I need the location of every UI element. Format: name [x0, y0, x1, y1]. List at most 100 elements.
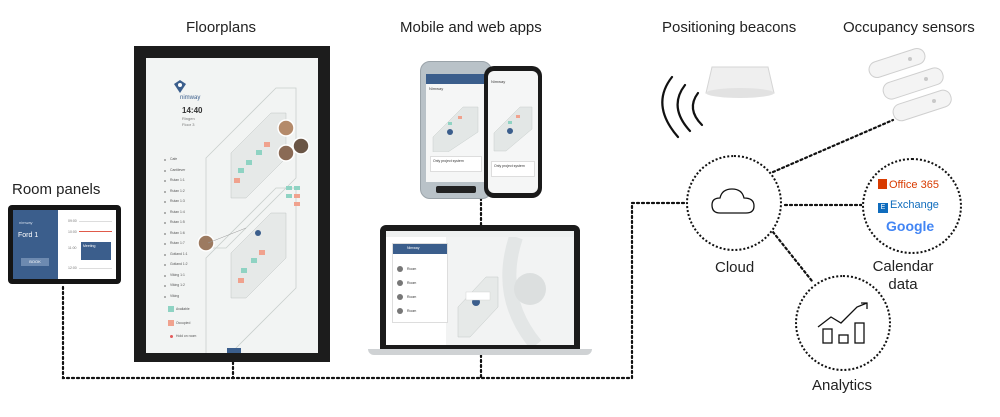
laptop-base	[368, 349, 592, 355]
room-panel-booking: Meeting	[81, 242, 111, 260]
kiosk-time: 14:40	[182, 106, 203, 115]
bullet-icon	[164, 232, 166, 235]
label-apps: Mobile and web apps	[400, 19, 542, 36]
laptop-map	[446, 237, 574, 345]
list-item[interactable]: Room	[407, 295, 417, 299]
phone-map	[432, 106, 479, 152]
kiosk-room-item[interactable]: Cantilever	[170, 167, 186, 172]
avatar	[397, 266, 403, 272]
divider	[79, 268, 112, 269]
legend-hold: Hold on room	[176, 334, 197, 338]
phone-header	[426, 74, 486, 84]
room-panel-room-name: Ford 1	[18, 232, 39, 239]
bullet-icon	[164, 211, 166, 214]
bullet-icon	[164, 169, 166, 172]
beacon-icon	[661, 66, 775, 139]
room-panel-book-button[interactable]: BOOK	[21, 258, 49, 266]
kiosk-badge	[227, 348, 241, 353]
bullet-icon	[164, 159, 166, 161]
bullet-icon	[164, 253, 166, 256]
legend-swatch-available	[168, 306, 174, 312]
phone-room-card[interactable]: Only project system	[491, 161, 535, 177]
list-item[interactable]: Room	[407, 281, 417, 285]
legend-available: Available	[176, 307, 190, 311]
phone-screen: Nimway Only project system	[488, 71, 538, 193]
kiosk-room-item[interactable]: Rutan 1:1	[170, 178, 185, 182]
laptop-card-header	[393, 244, 447, 254]
phone-card-text: Only project system	[433, 159, 464, 163]
label-analytics: Analytics	[812, 377, 873, 394]
laptop-toolbar	[386, 231, 574, 237]
kiosk-room-item[interactable]: Rutan 1:4	[170, 209, 185, 214]
legend-swatch-hold	[170, 335, 173, 338]
legend-occupied: Occupied	[176, 321, 191, 325]
bus-line	[61, 201, 692, 380]
cloud-icon	[711, 188, 755, 214]
phone-nav-bar	[436, 186, 476, 193]
legend-swatch-occupied	[168, 320, 174, 326]
occupancy-sensors-icon	[868, 48, 952, 122]
bullet-icon	[164, 180, 166, 182]
bullet-icon	[164, 243, 166, 245]
room-panel-time: 10:00	[68, 230, 77, 234]
cloud-node	[686, 155, 782, 251]
office-icon	[878, 179, 887, 189]
floor-map	[197, 87, 310, 353]
label-room-panels: Room panels	[12, 181, 101, 198]
label-floorplans: Floorplans	[186, 19, 257, 36]
kiosk-room-item[interactable]: Gotland 1:2	[170, 262, 188, 266]
room-panel-time: 09:00	[68, 219, 77, 223]
kiosk-building: Ringen	[182, 116, 195, 121]
label-sensors: Occupancy sensors	[843, 19, 975, 36]
avatar	[397, 280, 403, 286]
phone-title: Nimway	[429, 86, 444, 91]
bullet-icon	[164, 201, 166, 203]
kiosk-room-item[interactable]: Rutan 1:7	[170, 241, 185, 245]
kiosk-room-item[interactable]: Rutan 1:5	[170, 220, 185, 224]
kiosk-room-item[interactable]: Cafe	[170, 157, 178, 161]
room-panel-device: nimway Ford 1 BOOK 09:00 10:00 11:00 Mee…	[8, 205, 121, 284]
kiosk-room-item[interactable]: Rutan 1:3	[170, 199, 185, 203]
kiosk-room-item[interactable]: Rutan 1:6	[170, 230, 185, 235]
phone-title: Nimway	[491, 79, 506, 84]
laptop-user: Nimway	[407, 246, 420, 250]
mobile-phone-black: Nimway Only project system	[484, 66, 542, 198]
exchange-icon: E	[878, 203, 888, 213]
phone-screen: Nimway Only project system	[426, 74, 486, 182]
room-panel-time: 12:00	[68, 266, 77, 270]
label-beacons: Positioning beacons	[662, 19, 797, 36]
phone-card-text: Only project system	[494, 164, 525, 168]
label-cloud: Cloud	[715, 259, 755, 276]
kiosk-floor: Floor 3	[182, 122, 195, 127]
kiosk-room-item[interactable]: Viking	[170, 293, 180, 298]
bullet-icon	[164, 285, 166, 287]
bullet-icon	[164, 222, 166, 224]
room-panel-sidebar: nimway Ford 1 BOOK	[13, 210, 58, 279]
kiosk-brand: nimway	[180, 95, 201, 101]
office-365-logo: Office 365	[878, 179, 939, 191]
list-item[interactable]: Room	[407, 267, 417, 271]
analytics-link	[771, 230, 814, 283]
kiosk-room-item[interactable]: Viking 1:1	[170, 272, 185, 277]
laptop-screen: Nimway Room Room Room Room	[386, 231, 574, 345]
kiosk-room-item[interactable]: Gotland 1:1	[170, 251, 188, 256]
kiosk-room-item[interactable]: Viking 1:2	[170, 283, 185, 287]
divider	[79, 221, 112, 222]
google-logo: Google	[886, 218, 935, 234]
laptop-device: Nimway Room Room Room Room	[380, 225, 580, 349]
now-indicator	[79, 231, 112, 232]
phone-room-card[interactable]: Only project system	[430, 156, 482, 172]
bullet-icon	[164, 274, 166, 277]
analytics-chart-icon	[817, 302, 868, 344]
nimway-logo-icon	[174, 80, 186, 93]
kiosk-room-item[interactable]: Rutan 1:2	[170, 188, 185, 193]
avatar	[397, 294, 403, 300]
list-item[interactable]: Room	[407, 309, 417, 313]
mobile-phone-silver: Nimway Only project system	[420, 61, 492, 199]
bullet-icon	[164, 190, 166, 193]
avatar	[397, 308, 403, 314]
